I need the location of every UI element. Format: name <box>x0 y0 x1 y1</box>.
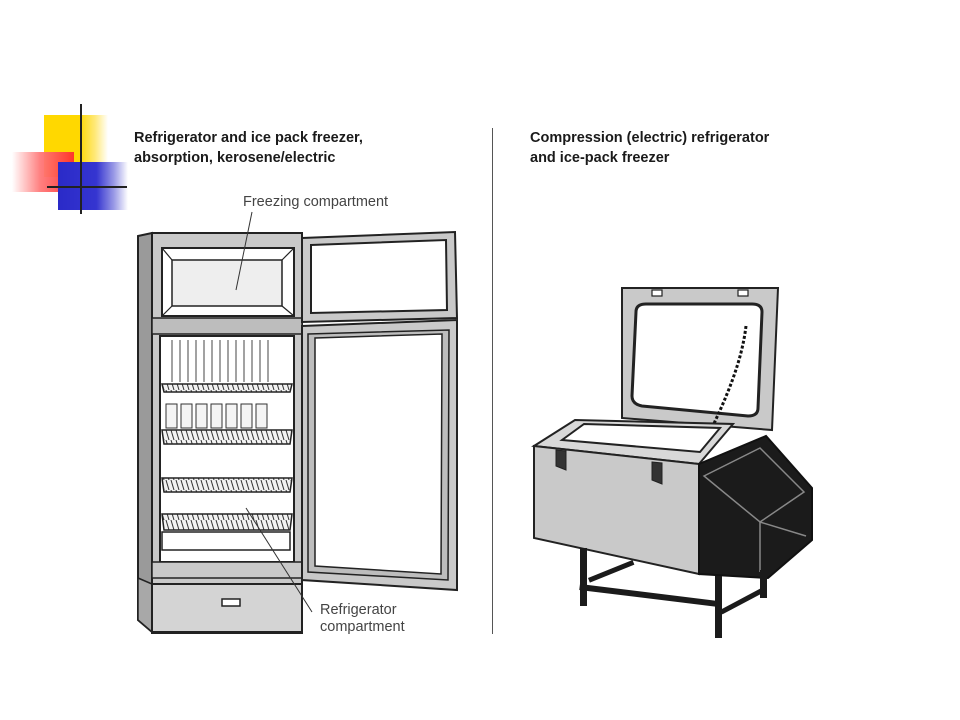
caption-left-line2: absorption, kerosene/electric <box>134 150 336 166</box>
label-refrigerator-line1: Refrigerator <box>320 602 397 618</box>
freezer-door <box>301 230 459 324</box>
chest-refrigerator <box>531 287 813 638</box>
upright-refrigerator <box>137 211 459 635</box>
panel-divider <box>492 128 493 634</box>
chest-lid <box>621 287 780 432</box>
decor-horizontal-line <box>47 186 127 188</box>
compressor-housing <box>698 434 813 580</box>
caption-left-line1: Refrigerator and ice pack freezer, <box>134 130 363 146</box>
label-freezing-compartment: Freezing compartment <box>243 194 389 210</box>
refrigerator-door <box>301 318 458 592</box>
base-handle <box>221 598 241 607</box>
caption-absorption-refrigerator: Refrigerator and ice pack freezer, absor… <box>134 128 363 168</box>
decor-vertical-line <box>80 104 82 214</box>
lid-chain <box>702 325 748 445</box>
caption-right-line1: Compression (electric) refrigerator <box>530 130 770 146</box>
caption-right-line2: and ice-pack freezer <box>530 150 670 166</box>
label-refrigerator-compartment: Refrigerator compartment <box>320 602 405 636</box>
caption-compression-refrigerator: Compression (electric) refrigerator and … <box>530 128 769 168</box>
refrigerator-leader-line <box>245 507 313 613</box>
freezing-leader-line <box>235 211 253 291</box>
label-refrigerator-line2: compartment <box>320 619 405 635</box>
refrigerator-compartment <box>159 335 295 563</box>
chest-stand <box>579 548 767 638</box>
freezer-compartment <box>161 247 295 317</box>
